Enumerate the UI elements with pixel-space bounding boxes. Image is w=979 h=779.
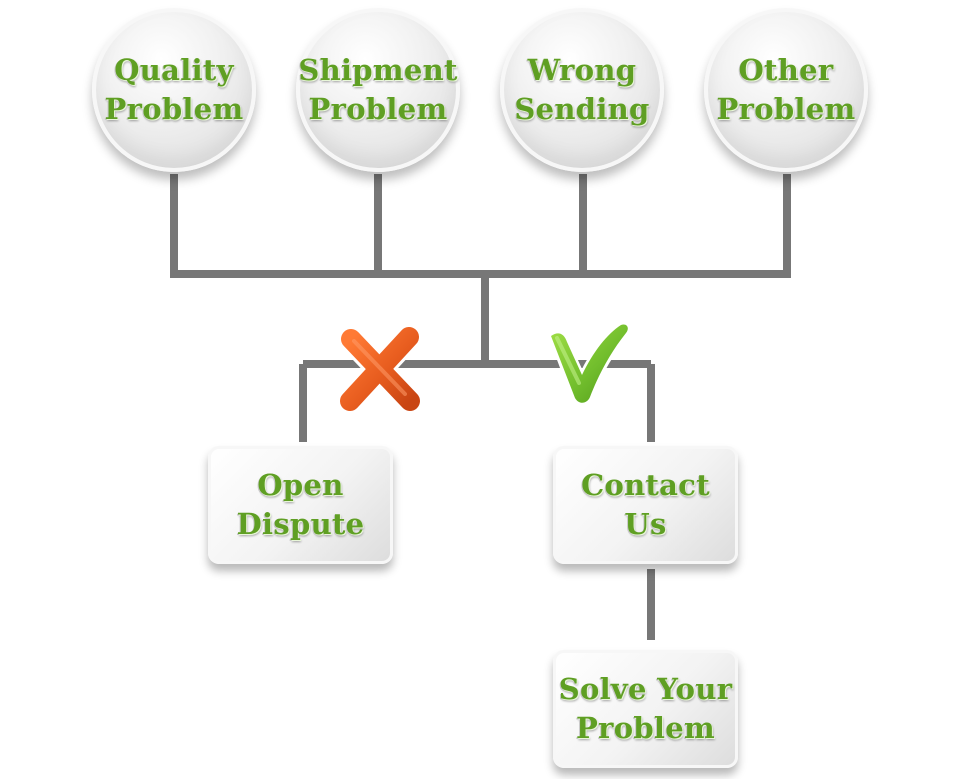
solve-your-problem-box: Solve Your Problem (553, 650, 738, 768)
quality-problem-line-2: Problem (104, 92, 244, 126)
other-problem-line-1: Other (738, 53, 834, 87)
wrong-sending-node: Wrong Sending (500, 8, 664, 172)
solve-your-problem-line-2: Problem (576, 711, 715, 745)
contact-us-line-2: Us (624, 507, 667, 541)
shipment-problem-node: Shipment Problem (296, 8, 460, 172)
open-dispute-line-1: Open (257, 468, 344, 502)
wrong-sending-line-2: Sending (514, 92, 650, 126)
other-problem-label: Other Problem (717, 51, 856, 129)
solve-your-problem-label: Solve Your Problem (559, 670, 733, 748)
quality-problem-label: Quality Problem (105, 51, 244, 129)
solve-your-problem-line-1: Solve Your (558, 672, 733, 706)
contact-us-box: Contact Us (553, 446, 738, 564)
contact-us-line-1: Contact (581, 468, 710, 502)
other-problem-node: Other Problem (704, 8, 868, 172)
shipment-problem-line-1: Shipment (298, 53, 458, 87)
open-dispute-label: Open Dispute (237, 466, 365, 544)
contact-us-label: Contact Us (581, 466, 710, 544)
quality-problem-node: Quality Problem (92, 8, 256, 172)
quality-problem-line-1: Quality (114, 53, 234, 87)
x-mark-icon (337, 324, 423, 414)
open-dispute-box: Open Dispute (208, 446, 393, 564)
shipment-problem-label: Shipment Problem (298, 51, 457, 129)
other-problem-line-2: Problem (716, 92, 856, 126)
wrong-sending-label: Wrong Sending (514, 51, 649, 129)
open-dispute-line-2: Dispute (236, 507, 365, 541)
wrong-sending-line-1: Wrong (527, 53, 637, 87)
shipment-problem-line-2: Problem (308, 92, 448, 126)
check-mark-icon (547, 320, 633, 408)
